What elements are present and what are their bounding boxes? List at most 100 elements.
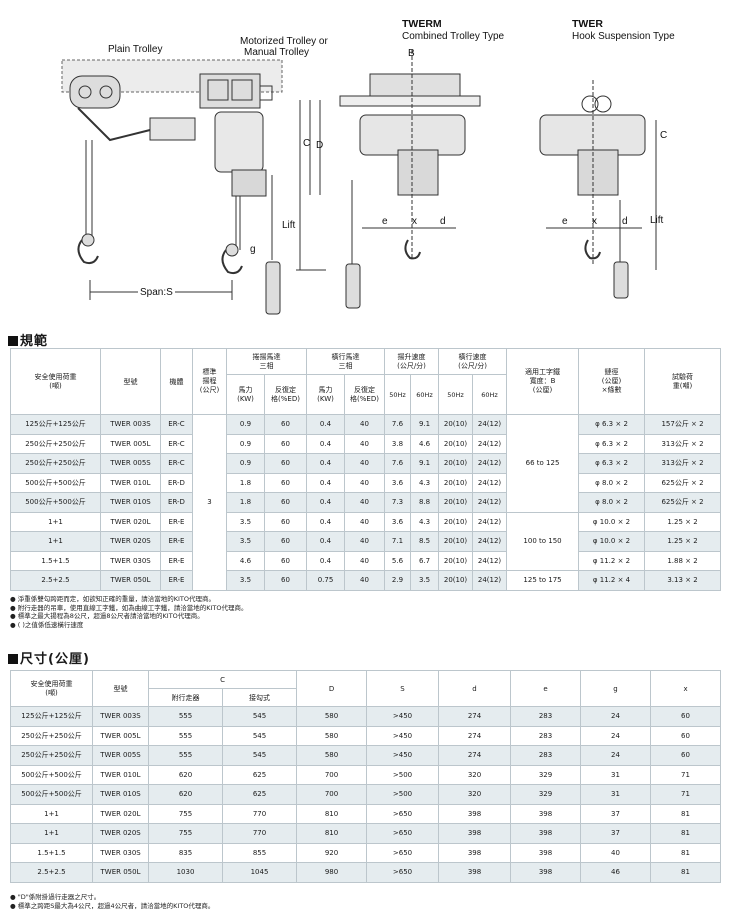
cell-D: 700 [296, 764, 368, 785]
plain-trolley-label: Plain Trolley [108, 44, 163, 55]
cell-t60: 24(12) [472, 414, 508, 435]
cell-thp: 0.4 [306, 453, 345, 474]
cell-cap: 250公斤+250公斤 [10, 725, 93, 746]
cell-l50: 3.6 [384, 511, 411, 532]
cell-ted: 40 [344, 550, 385, 571]
cell-test: 1.88 × 2 [644, 550, 722, 571]
cell-chain: φ 10.0 × 2 [578, 531, 646, 552]
cell-g: 31 [580, 784, 652, 805]
cell-c2: 545 [221, 745, 298, 766]
cell-ted: 40 [344, 531, 385, 552]
cell-ed: 60 [264, 453, 307, 474]
lift-label-right: Lift [650, 215, 664, 226]
cell-model: TWER 030S [100, 550, 161, 571]
cell-e: 398 [510, 862, 582, 883]
cell-S: >500 [366, 764, 440, 785]
cell-chain: φ 6.3 × 2 [578, 433, 646, 454]
cell-chain: φ 11.2 × 2 [578, 550, 646, 571]
cell-t50: 20(10) [438, 550, 474, 571]
cell-body: ER-D [160, 492, 193, 513]
cell-t50: 20(10) [438, 492, 474, 513]
dims-note: ● 標準之跨距S最大為4公尺，超過4公尺者，請洽當地的KITO代理商。 [10, 901, 215, 910]
cell-c2: 770 [221, 803, 298, 824]
th-chain: 鏈徑 (公厘) ×條數 [578, 348, 646, 415]
cell-cap: 1.5+1.5 [10, 842, 93, 863]
th-lift-60hz: 60Hz [409, 374, 440, 415]
cell-x: 71 [650, 784, 722, 805]
cell-d: 274 [438, 706, 512, 727]
th-model: 型號 [100, 348, 161, 415]
cell-x: 81 [650, 842, 722, 863]
cell-c2: 625 [221, 764, 298, 785]
cell-ted: 40 [344, 570, 385, 591]
cell-l60: 4.3 [409, 472, 440, 493]
cell-ted: 40 [344, 472, 385, 493]
cell-g: 24 [580, 725, 652, 746]
e-label-twer: e [562, 216, 568, 227]
cell-l50: 2.9 [384, 570, 411, 591]
cell-ed: 60 [264, 472, 307, 493]
cell-l60: 8.5 [409, 531, 440, 552]
cell-ted: 40 [344, 492, 385, 513]
cell-thp: 0.4 [306, 472, 345, 493]
cell-g: 37 [580, 803, 652, 824]
cell-d: 398 [438, 862, 512, 883]
cell-ed: 60 [264, 511, 307, 532]
cell-hp: 0.9 [226, 433, 265, 454]
cell-S: >450 [366, 725, 440, 746]
cell-S: >650 [366, 823, 440, 844]
cell-ted: 40 [344, 511, 385, 532]
cell-ted: 40 [344, 453, 385, 474]
th-beam: 適用工字鐵 寬度：B (公厘) [506, 348, 580, 415]
cell-t50: 20(10) [438, 570, 474, 591]
cell-c2: 770 [221, 823, 298, 844]
cell-e: 398 [510, 803, 582, 824]
cell-model: TWER 020L [100, 511, 161, 532]
cell-cap: 500公斤+500公斤 [10, 492, 101, 513]
g-label: g [250, 244, 256, 255]
th-hoist-duty: 反復定 格(%ED) [264, 374, 307, 415]
cell-cap: 500公斤+500公斤 [10, 784, 93, 805]
cell-l50: 7.6 [384, 453, 411, 474]
cell-ed: 60 [264, 550, 307, 571]
dims-th-g: g [580, 670, 652, 707]
cell-cap: 1+1 [10, 823, 93, 844]
th-test-load: 試驗荷 重(噸) [644, 348, 722, 415]
th-hoist-hp: 馬力 (KW) [226, 374, 265, 415]
cell-hp: 4.6 [226, 550, 265, 571]
cell-l50: 5.6 [384, 550, 411, 571]
cell-ed: 60 [264, 433, 307, 454]
cell-model: TWER 050L [100, 570, 161, 591]
cell-thp: 0.4 [306, 492, 345, 513]
cell-chain: φ 6.3 × 2 [578, 414, 646, 435]
cell-body: ER-C [160, 433, 193, 454]
cell-t50: 20(10) [438, 414, 474, 435]
cell-t60: 24(12) [472, 433, 508, 454]
cell-t50: 20(10) [438, 511, 474, 532]
motorized-trolley-label-2: Manual Trolley [244, 47, 310, 58]
spec-note: ● 標準之最大揚程為8公尺，超過8公尺者請洽當地的KITO代理商。 [10, 612, 204, 621]
cell-D: 810 [296, 823, 368, 844]
cell-l60: 4.6 [409, 433, 440, 454]
cell-body: ER-C [160, 453, 193, 474]
cell-body: ER-D [160, 472, 193, 493]
th-trolley-motor: 橫行馬達 三相 [306, 348, 385, 375]
th-trav-50hz: 50Hz [438, 374, 474, 415]
cell-d: 398 [438, 803, 512, 824]
cell-l50: 7.3 [384, 492, 411, 513]
cell-D: 980 [296, 862, 368, 883]
spec-notes: ● 淨重係雙勾跨距而定，如欲知正確的重量，請洽當地的KITO代理商。● 附行走器… [10, 595, 248, 629]
cell-test: 625公斤 × 2 [644, 472, 722, 493]
spec-section-title: 規範 [8, 330, 48, 349]
c-label-right: C [660, 130, 668, 141]
cell-cap: 125公斤+125公斤 [10, 706, 93, 727]
dims-th-D: D [296, 670, 368, 707]
cell-x: 71 [650, 764, 722, 785]
cell-ed: 60 [264, 531, 307, 552]
